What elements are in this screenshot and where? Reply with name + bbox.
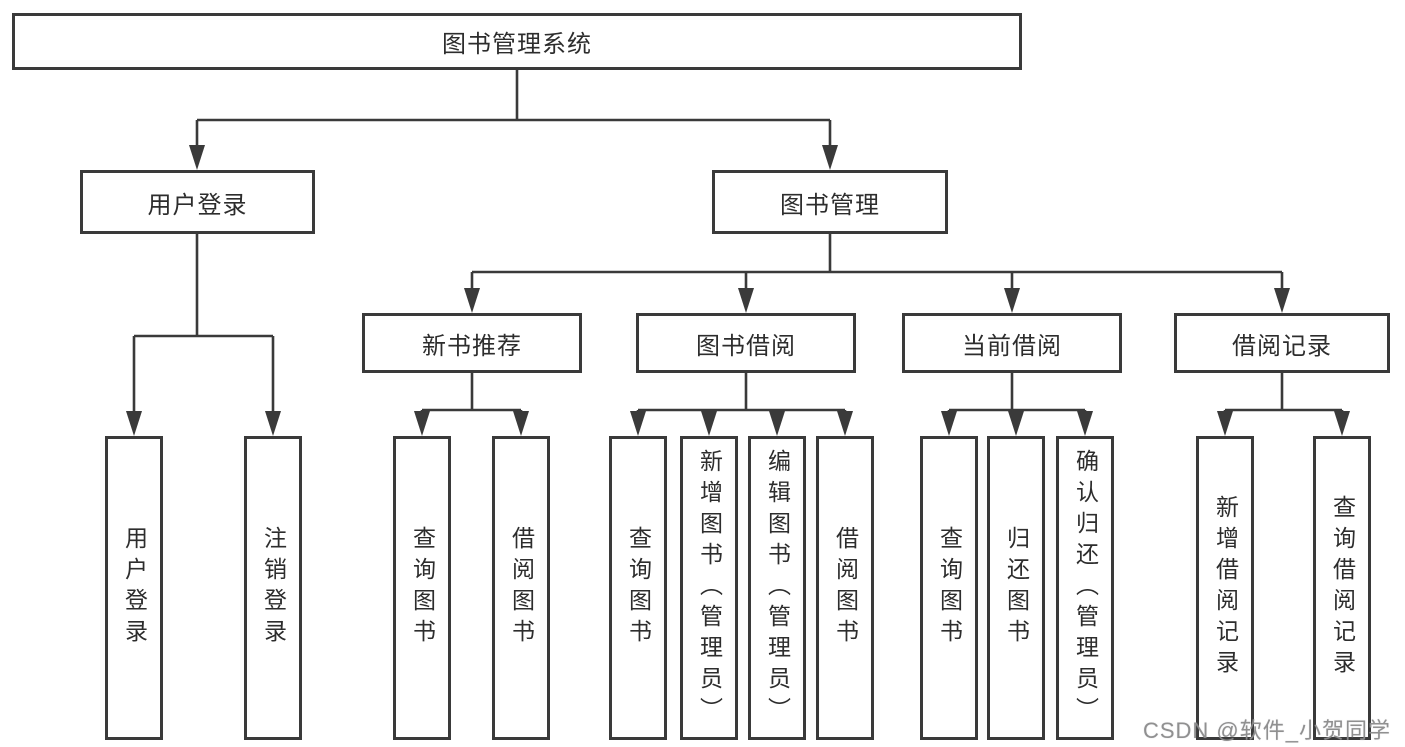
leaf-query-books-recommendation: 查询图书	[393, 436, 451, 740]
node-label: 借阅图书	[508, 526, 535, 650]
leaf-query-books-current: 查询图书	[920, 436, 978, 740]
node-book-management: 图书管理	[712, 170, 948, 234]
node-label: 查询图书	[936, 526, 963, 650]
node-borrowing-records: 借阅记录	[1174, 313, 1390, 373]
node-label: 图书借阅	[696, 332, 796, 360]
leaf-edit-books-admin: 编辑图书（管理员）	[748, 436, 806, 740]
node-current-borrowing: 当前借阅	[902, 313, 1122, 373]
node-label: 新书推荐	[422, 332, 522, 360]
node-label: 确认归还（管理员）	[1072, 448, 1099, 728]
node-label: 图书管理	[780, 191, 880, 219]
leaf-add-books-admin: 新增图书（管理员）	[680, 436, 738, 740]
leaf-query-borrow-record: 查询借阅记录	[1313, 436, 1371, 740]
node-label: 归还图书	[1003, 526, 1030, 650]
leaf-borrow-books: 借阅图书	[816, 436, 874, 740]
node-label: 图书管理系统	[442, 31, 592, 58]
node-label: 编辑图书（管理员）	[764, 448, 791, 728]
csdn-watermark: CSDN @软件_小贺同学	[1142, 718, 1391, 743]
node-label: 注销登录	[260, 526, 287, 650]
leaf-confirm-return-admin: 确认归还（管理员）	[1056, 436, 1114, 740]
node-book-borrowing: 图书借阅	[636, 313, 856, 373]
node-label: 用户登录	[121, 526, 148, 650]
leaf-add-borrow-record: 新增借阅记录	[1196, 436, 1254, 740]
node-label: 新增图书（管理员）	[696, 448, 723, 728]
node-user-login: 用户登录	[80, 170, 315, 234]
leaf-user-login: 用户登录	[105, 436, 163, 740]
leaf-borrow-books-recommendation: 借阅图书	[492, 436, 550, 740]
node-label: 查询图书	[409, 526, 436, 650]
node-new-book-recommendation: 新书推荐	[362, 313, 582, 373]
node-root-library-system: 图书管理系统	[12, 13, 1022, 70]
leaf-query-books-borrowing: 查询图书	[609, 436, 667, 740]
node-label: 借阅记录	[1232, 332, 1332, 360]
node-label: 借阅图书	[832, 526, 859, 650]
node-label: 新增借阅记录	[1212, 495, 1239, 681]
node-label: 用户登录	[147, 191, 248, 219]
leaf-return-books: 归还图书	[987, 436, 1045, 740]
node-label: 查询图书	[625, 526, 652, 650]
leaf-logout: 注销登录	[244, 436, 302, 740]
node-label: 当前借阅	[962, 332, 1062, 360]
node-label: 查询借阅记录	[1329, 495, 1356, 681]
